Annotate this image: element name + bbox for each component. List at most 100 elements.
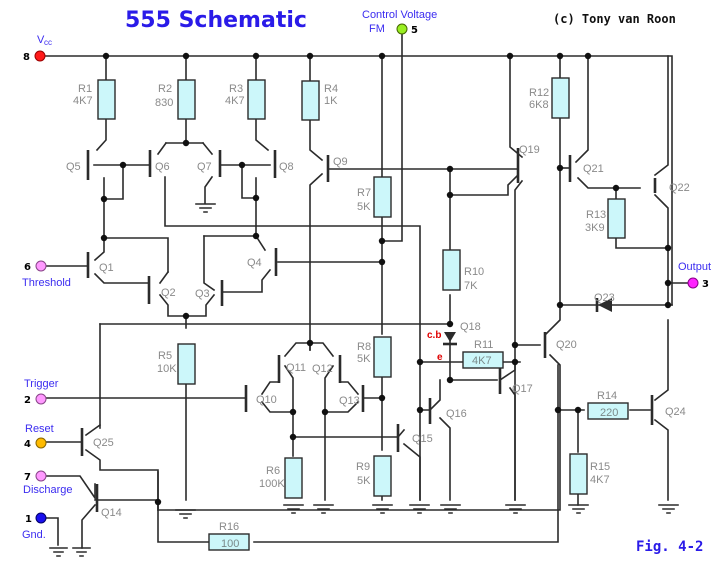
r11-value: 4K7 — [472, 355, 492, 367]
resistor-r6 — [284, 457, 303, 499]
r9-name: R9 — [356, 461, 370, 473]
q18-label: Q18 — [460, 321, 481, 333]
ground-icon — [49, 547, 68, 557]
pin-number: 1 — [25, 514, 32, 525]
resistors — [97, 77, 629, 551]
pin-gnd[interactable]: 1 Gnd. — [22, 512, 47, 541]
q18-e-annotation: e — [437, 352, 443, 363]
resistor-r9 — [373, 455, 392, 497]
ground-icon — [440, 504, 461, 514]
resistor-r5 — [177, 343, 196, 385]
pin-number: 5 — [411, 25, 418, 36]
resistor-r3 — [247, 79, 266, 120]
q21-label: Q21 — [583, 163, 604, 175]
resistor-r1 — [97, 79, 116, 120]
r7-name: R7 — [357, 187, 371, 199]
ground-icon — [505, 504, 526, 514]
q11-label: Q11 — [286, 362, 306, 374]
q10-label: Q10 — [256, 394, 277, 406]
threshold-pin-icon[interactable] — [35, 260, 47, 272]
pin-output[interactable]: Output 3 — [678, 261, 711, 290]
r4-name: R4 — [324, 83, 338, 95]
pin-number: 6 — [24, 262, 31, 273]
r14-name: R14 — [597, 390, 617, 402]
pin-reset[interactable]: 4 Reset — [24, 423, 54, 450]
pin-discharge[interactable]: 7 Discharge — [23, 470, 73, 496]
pin-trigger[interactable]: 2 Trigger — [24, 378, 59, 406]
gnd-pin-icon[interactable] — [35, 512, 47, 524]
r16-name: R16 — [219, 521, 239, 533]
r16-value: 100 — [221, 538, 239, 550]
pin-control-voltage[interactable]: Control Voltage FM 5 — [362, 9, 437, 36]
q18-cb-annotation: c.b — [427, 330, 441, 341]
control-pin-icon[interactable] — [396, 23, 408, 35]
ground-icon — [658, 504, 679, 514]
q15-label: Q15 — [412, 433, 433, 445]
resistor-r4 — [301, 80, 320, 121]
vcc-pin-icon[interactable] — [34, 50, 46, 62]
q13-label: Q13 — [339, 395, 360, 407]
pin-number: 8 — [23, 52, 30, 63]
pin-threshold[interactable]: 6 Threshold — [22, 260, 71, 289]
q14-label: Q14 — [101, 507, 122, 519]
pin-label: Reset — [25, 423, 54, 435]
r13-name: R13 — [586, 209, 606, 221]
r6-name: R6 — [266, 465, 280, 477]
r14-value: 220 — [600, 407, 618, 419]
pin-label: Threshold — [22, 277, 71, 289]
pin-label: Control Voltage — [362, 9, 437, 21]
ground-icon — [409, 504, 430, 514]
ground-icon — [283, 504, 304, 514]
ground-icon — [195, 203, 216, 213]
pin-vcc[interactable]: 8 V cc — [23, 34, 52, 63]
q8-label: Q8 — [279, 161, 294, 173]
r10-value: 7K — [464, 280, 478, 292]
pin-number: 2 — [24, 395, 31, 406]
r3-name: R3 — [229, 83, 243, 95]
q22-label: Q22 — [669, 182, 690, 194]
r1-value: 4K7 — [73, 95, 93, 107]
r5-name: R5 — [158, 350, 172, 362]
r2-value: 830 — [155, 97, 173, 109]
q23-label: Q23 — [594, 292, 615, 304]
ground-icon — [313, 504, 334, 514]
resistor-r12 — [551, 77, 570, 119]
q20-label: Q20 — [556, 339, 577, 351]
pin-label: Discharge — [23, 484, 73, 496]
reset-pin-icon[interactable] — [35, 437, 47, 449]
q2-label: Q2 — [161, 287, 176, 299]
trigger-pin-icon[interactable] — [35, 393, 47, 405]
pin-number: 3 — [702, 279, 709, 290]
r8-name: R8 — [357, 341, 371, 353]
pin-label: Output — [678, 261, 711, 273]
r4-value: 1K — [324, 95, 338, 107]
wires — [45, 34, 691, 549]
q9-label: Q9 — [333, 156, 348, 168]
schematic-title: 555 Schematic — [125, 8, 307, 33]
q19-label: Q19 — [519, 144, 540, 156]
q16-label: Q16 — [446, 408, 467, 420]
ground-symbols — [49, 203, 679, 557]
transistor-labels: Q5 Q6 Q7 Q8 Q9 Q19 Q21 Q22 Q1 Q2 Q3 Q4 Q… — [66, 144, 690, 519]
r13-value: 3K9 — [585, 222, 605, 234]
discharge-pin-icon[interactable] — [35, 470, 47, 482]
ground-icon — [372, 504, 393, 514]
r5-value: 10K — [157, 363, 177, 375]
output-pin-icon[interactable] — [687, 277, 699, 289]
r12-name: R12 — [529, 87, 549, 99]
r15-name: R15 — [590, 461, 610, 473]
resistor-r11 — [462, 351, 504, 369]
r1-name: R1 — [78, 83, 92, 95]
resistor-r10 — [442, 249, 461, 291]
resistor-r7 — [373, 176, 392, 218]
pin-number: 4 — [24, 439, 31, 450]
q4-label: Q4 — [247, 257, 262, 269]
q23-diode-icon — [595, 298, 612, 312]
q6-label: Q6 — [155, 161, 170, 173]
resistor-r14 — [587, 402, 629, 420]
r6-value: 100K — [259, 478, 285, 490]
r15-value: 4K7 — [590, 474, 610, 486]
junction-dots — [100, 52, 672, 506]
q25-label: Q25 — [93, 437, 114, 449]
